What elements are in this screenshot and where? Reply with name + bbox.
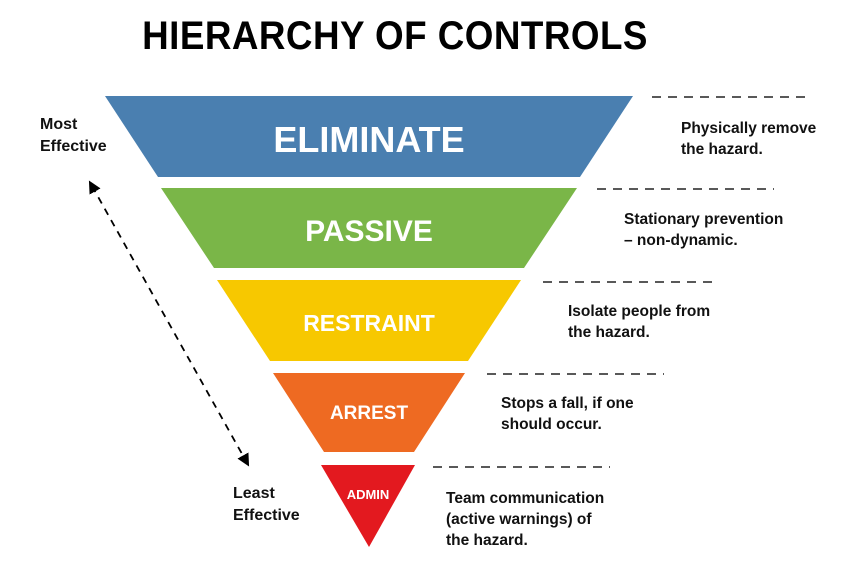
effectiveness-arrow <box>88 180 250 467</box>
level-description-admin: Team communication (active warnings) of … <box>446 490 605 549</box>
level-band-passive <box>161 188 577 268</box>
level-label-passive: PASSIVE <box>305 215 433 248</box>
level-description-eliminate: Physically remove the hazard. <box>681 120 817 158</box>
level-description-passive: Stationary prevention – non-dynamic. <box>624 211 784 249</box>
diagram-title: HIERARCHY OF CONTROLS <box>142 14 648 58</box>
level-description-arrest: Stops a fall, if one should occur. <box>501 395 634 433</box>
level-label-restraint: RESTRAINT <box>303 310 435 336</box>
level-label-eliminate: ELIMINATE <box>273 119 464 160</box>
level-band-restraint <box>217 280 521 361</box>
level-band-eliminate <box>105 96 633 177</box>
level-band-arrest <box>273 373 465 452</box>
most-effective-label: Most Effective <box>40 116 107 155</box>
level-band-admin <box>321 465 415 547</box>
level-label-admin: ADMIN <box>347 487 390 502</box>
level-label-arrest: ARREST <box>330 403 409 424</box>
least-effective-label: Least Effective <box>233 485 300 524</box>
level-description-restraint: Isolate people from the hazard. <box>568 303 711 341</box>
